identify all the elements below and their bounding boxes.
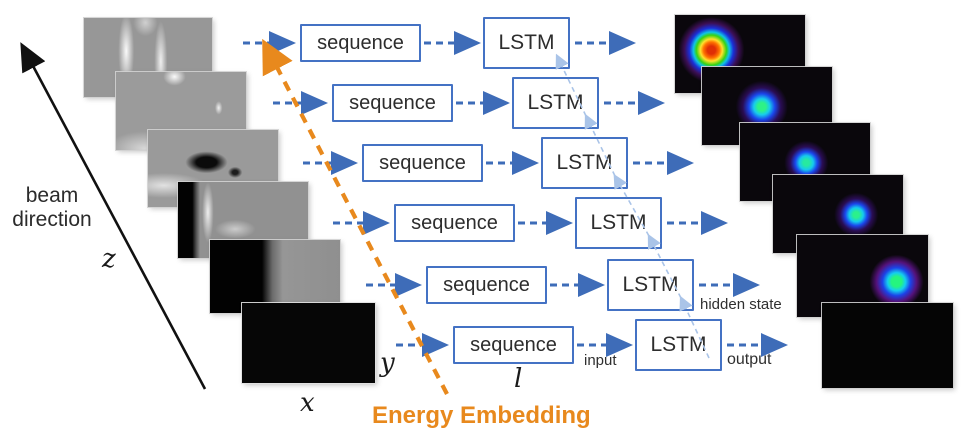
input-label: input [584,352,617,369]
dose-map-image-6 [822,303,953,388]
ct-slice-image-6 [242,303,375,383]
lstm-box-5: LSTM [607,259,694,311]
sequence-box-1: sequence [300,24,421,62]
sequence-label: sequence [349,91,436,114]
lstm-label: LSTM [622,273,679,296]
sequence-box-5: sequence [426,266,547,304]
lstm-label: LSTM [527,91,584,114]
axis-y-label: y [380,348,395,378]
sequence-label: sequence [379,151,466,174]
axis-z-label: z [102,244,116,274]
lstm-box-3: LSTM [541,137,628,189]
lstm-label: LSTM [498,31,555,54]
sequence-box-6: sequence [453,326,574,364]
lstm-label: LSTM [590,211,647,234]
sequence-box-2: sequence [332,84,453,122]
lstm-box-6: LSTM [635,319,722,371]
lstm-label: LSTM [556,151,613,174]
sequence-label: sequence [411,211,498,234]
lstm-box-2: LSTM [512,77,599,129]
energy-embedding-label: Energy Embedding [372,402,591,429]
axis-l-label: l [514,364,523,394]
lstm-label: LSTM [650,333,707,356]
sequence-box-3: sequence [362,144,483,182]
beam-direction-label: beam direction [12,184,92,232]
sequence-label: sequence [443,273,530,296]
sequence-label: sequence [470,333,557,356]
sequence-box-4: sequence [394,204,515,242]
axis-x-label: x [300,388,315,418]
lstm-box-1: LSTM [483,17,570,69]
hidden-state-label: hidden state [700,296,782,313]
output-label: output [727,351,772,368]
lstm-box-4: LSTM [575,197,662,249]
sequence-label: sequence [317,31,404,54]
